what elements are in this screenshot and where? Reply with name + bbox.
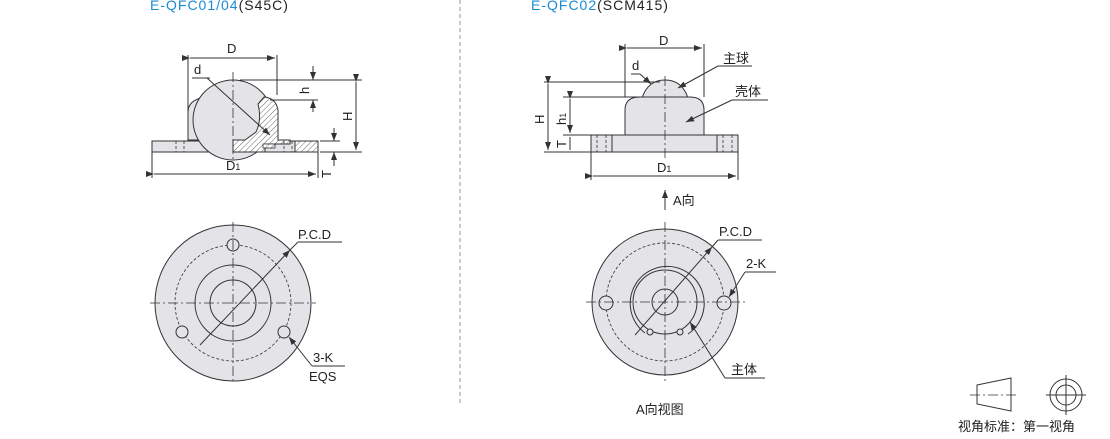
dim-D: D [659, 33, 668, 48]
label-direction: A向 [673, 193, 695, 208]
dim-T: T [554, 140, 569, 148]
left-top-view: P.C.D 3-K EQS [150, 222, 345, 384]
dim-D1: D1 [226, 158, 240, 173]
label-holes: 2-K [746, 256, 767, 271]
dim-d: d [194, 62, 201, 77]
label-pcd: P.C.D [719, 224, 752, 239]
label-body: 主体 [731, 362, 757, 377]
dim-h: h [297, 87, 312, 94]
label-holes: 3-K [313, 350, 334, 365]
dim-H: H [532, 115, 547, 124]
dim-T: T [319, 170, 334, 178]
left-side-view: D d h H T D1 [146, 41, 362, 178]
first-angle-projection-symbol: 视角标准：第一视角 [958, 375, 1086, 434]
projection-label: 视角标准：第一视角 [958, 419, 1075, 434]
left-title: E-QFC01/04(S45C) [150, 0, 289, 13]
right-title: E-QFC02(SCM415) [531, 0, 669, 13]
dim-D1: D1 [657, 160, 671, 175]
label-shell: 壳体 [735, 84, 761, 99]
view-caption: A向视图 [636, 402, 684, 417]
dim-D: D [227, 41, 236, 56]
right-section: E-QFC02(SCM415) D d H h1 T D1 [531, 0, 776, 417]
dim-d: d [632, 58, 639, 73]
label-eqs: EQS [309, 369, 337, 384]
left-section: E-QFC01/04(S45C) D d h H T [146, 0, 362, 384]
label-ball: 主球 [723, 51, 749, 66]
label-pcd: P.C.D [298, 227, 331, 242]
dim-H: H [340, 112, 355, 121]
dim-h1: h1 [554, 113, 569, 125]
right-top-view: P.C.D 2-K 主体 A向视图 [586, 222, 776, 417]
right-side-view: D d H h1 T D1 主球 壳体 A向 [532, 33, 768, 210]
